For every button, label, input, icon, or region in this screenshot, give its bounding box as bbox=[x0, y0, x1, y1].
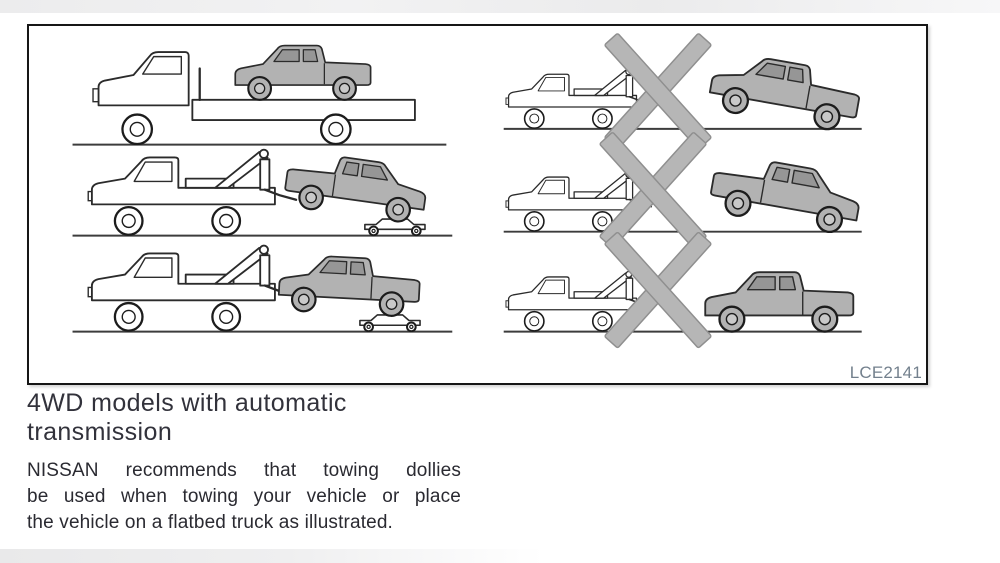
towing-dolly-icon bbox=[358, 313, 422, 333]
tow-truck-icon bbox=[87, 244, 298, 332]
scene-rear-lift-dolly bbox=[87, 148, 431, 237]
figure-frame: LCE2141 bbox=[27, 24, 928, 385]
towing-diagram bbox=[72, 32, 866, 349]
body-line: be used when towing your vehicle or plac… bbox=[27, 486, 461, 507]
section-heading: 4WD models with automatic transmission bbox=[27, 389, 347, 447]
section-heading-line: 4WD models with automatic bbox=[27, 389, 347, 417]
scene-flatbed-carry bbox=[91, 44, 417, 146]
x-mark-icon bbox=[603, 32, 713, 151]
tow-truck-icon bbox=[87, 148, 298, 236]
figure-code: LCE2141 bbox=[849, 363, 922, 382]
towed-pickup-icon bbox=[234, 44, 372, 101]
towed-pickup-icon bbox=[705, 48, 865, 136]
page-bottom-edge bbox=[0, 549, 640, 563]
page-top-edge bbox=[0, 0, 1000, 13]
body-line: the vehicle on a flatbed truck as illust… bbox=[27, 512, 393, 533]
scene-front-lift-dolly bbox=[87, 244, 422, 333]
body-line: NISSAN recommends that towing dollies bbox=[27, 460, 461, 481]
towed-pickup-icon bbox=[276, 252, 422, 319]
section-heading-line: transmission bbox=[27, 418, 173, 446]
towed-pickup-icon bbox=[706, 151, 866, 238]
body-paragraph: NISSAN recommends that towing dollies be… bbox=[27, 458, 461, 536]
towed-pickup-icon bbox=[281, 148, 431, 226]
towed-pickup-icon bbox=[704, 271, 855, 333]
